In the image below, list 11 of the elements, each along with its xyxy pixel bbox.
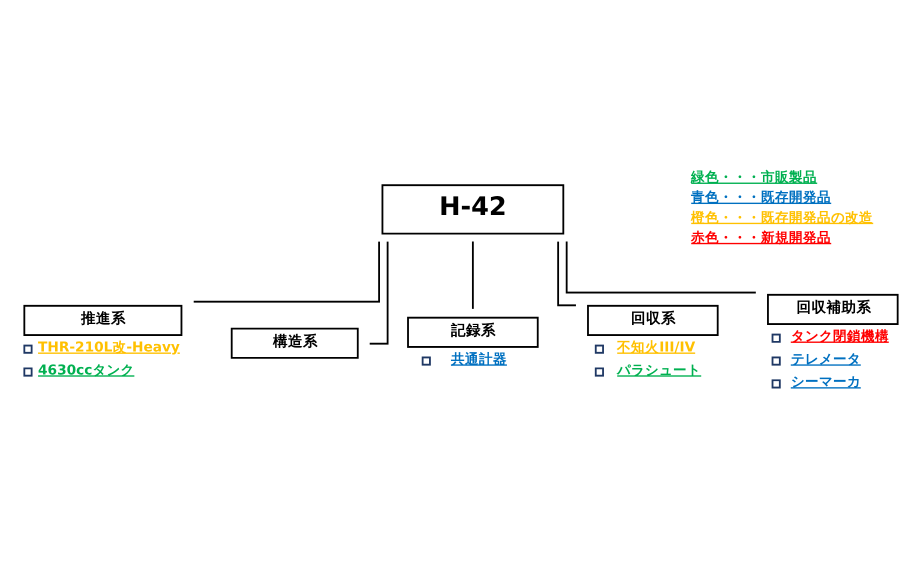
connector <box>566 242 756 294</box>
connector <box>472 241 474 309</box>
legend-label: 赤色・・・新規開発品 <box>691 230 832 246</box>
connector <box>194 242 380 303</box>
connector <box>557 242 576 306</box>
legend-label: 橙色・・・既存開発品の改造 <box>691 210 874 226</box>
legend-label: 青色・・・既存開発品 <box>691 190 832 206</box>
legend-label: 緑色・・・市販製品 <box>691 170 818 186</box>
node-box: H-42 <box>382 184 564 235</box>
connector <box>370 242 389 345</box>
node-box: 構造系 <box>230 328 359 359</box>
